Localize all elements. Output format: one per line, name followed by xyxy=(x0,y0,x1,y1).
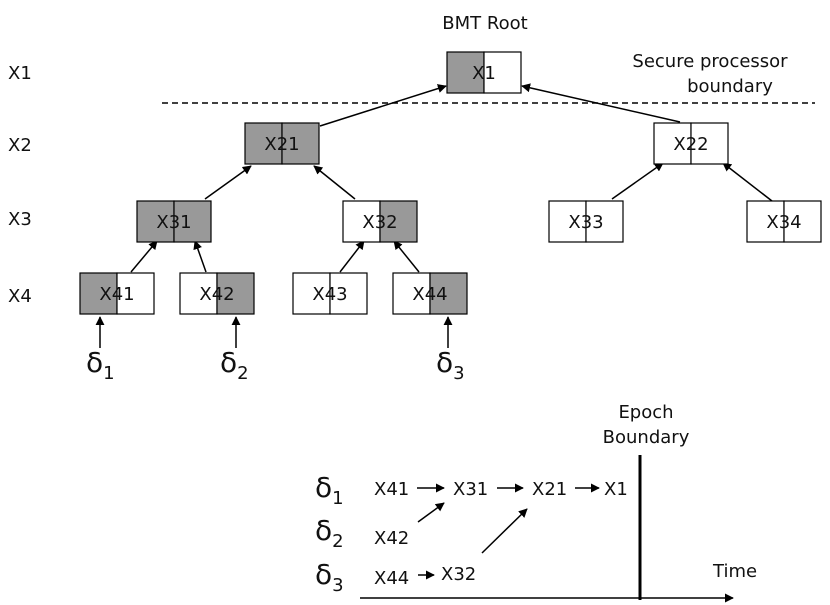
node-left-half xyxy=(446,51,485,94)
timeline-item-x42: X42 xyxy=(374,528,409,549)
node-right-half xyxy=(483,51,522,94)
epoch-label-line2: Boundary xyxy=(603,427,690,448)
level-label-x2: X2 xyxy=(8,135,32,156)
node-label: X42 xyxy=(199,284,234,305)
node-label: X21 xyxy=(264,134,299,155)
node-right-half xyxy=(281,122,320,165)
edge-x43-x32 xyxy=(339,240,365,273)
node-left-half xyxy=(548,200,587,243)
node-right-half xyxy=(429,272,468,315)
node-left-half xyxy=(244,122,283,165)
node-right-half xyxy=(329,272,368,315)
edge-x41-x31 xyxy=(130,240,158,273)
node-label: X41 xyxy=(99,284,134,305)
update-delta-2: δ2 xyxy=(220,346,249,384)
node-label: X32 xyxy=(362,212,397,233)
edge-x33-x22 xyxy=(611,162,664,200)
update-arrows xyxy=(95,316,453,348)
node-right-half xyxy=(379,200,418,243)
timeline-item-x21: X21 xyxy=(532,479,567,500)
node-label: X22 xyxy=(673,134,708,155)
timeline-item-x44: X44 xyxy=(374,568,409,589)
node-label: X31 xyxy=(156,212,191,233)
update-delta-1: δ1 xyxy=(86,346,115,384)
time-label: Time xyxy=(712,561,757,582)
node-right-half xyxy=(173,200,212,243)
tree-node-x41: X41 xyxy=(79,272,155,315)
update-delta-3: δ3 xyxy=(436,346,465,384)
edge-x34-x22 xyxy=(722,162,773,202)
epoch-label-line1: Epoch xyxy=(618,402,673,423)
tree-node-x21: X21 xyxy=(244,122,320,165)
tree-node-x42: X42 xyxy=(179,272,255,315)
tree-node-x34: X34 xyxy=(746,200,822,243)
node-left-half xyxy=(292,272,331,315)
edge-x44-x32 xyxy=(393,240,420,273)
node-right-half xyxy=(783,200,822,243)
node-left-half xyxy=(342,200,381,243)
edge-x32-x21 xyxy=(313,165,356,200)
node-right-half xyxy=(690,122,729,165)
node-left-half xyxy=(746,200,785,243)
tree-node-x44: X44 xyxy=(392,272,468,315)
tree-node-x32: X32 xyxy=(342,200,418,243)
tree-node-x1: X1 xyxy=(446,51,522,94)
boundary-label-line1: Secure processor xyxy=(632,51,788,72)
level-label-x4: X4 xyxy=(8,286,32,307)
node-label: X43 xyxy=(312,284,347,305)
node-label: X44 xyxy=(412,284,447,305)
timeline-delta-2: δ2 xyxy=(315,514,344,552)
node-right-half xyxy=(585,200,624,243)
node-label: X34 xyxy=(766,212,801,233)
root-title: BMT Root xyxy=(442,13,527,34)
node-left-half xyxy=(392,272,431,315)
edge-x42-x31 xyxy=(193,240,207,273)
level-label-x3: X3 xyxy=(8,209,32,230)
timeline-item-x32: X32 xyxy=(441,564,476,585)
tree-node-x33: X33 xyxy=(548,200,624,243)
edge-x22-x1 xyxy=(521,83,681,123)
tree-node-x43: X43 xyxy=(292,272,368,315)
timeline-item-x31: X31 xyxy=(453,479,488,500)
node-right-half xyxy=(216,272,255,315)
timeline-item-x41: X41 xyxy=(374,479,409,500)
node-label: X1 xyxy=(472,63,496,84)
timeline: Epoch Boundary Time δ1 δ2 δ3 X41 X31 X21… xyxy=(315,402,757,603)
edge-x31-x21 xyxy=(204,165,252,200)
node-right-half xyxy=(116,272,155,315)
edge-x21-x1 xyxy=(319,84,447,127)
timeline-arrow-x32-x21 xyxy=(481,508,528,554)
tree-node-x31: X31 xyxy=(136,200,212,243)
node-left-half xyxy=(79,272,118,315)
timeline-delta-1: δ1 xyxy=(315,471,344,509)
tree-edges xyxy=(130,83,773,273)
node-label: X33 xyxy=(568,212,603,233)
tree-node-x22: X22 xyxy=(653,122,729,165)
level-label-x1: X1 xyxy=(8,63,32,84)
timeline-item-x1: X1 xyxy=(604,479,628,500)
timeline-arrow-x42-x31 xyxy=(417,502,445,523)
timeline-delta-3: δ3 xyxy=(315,558,344,596)
boundary-label-line2: boundary xyxy=(687,76,773,97)
node-left-half xyxy=(179,272,218,315)
